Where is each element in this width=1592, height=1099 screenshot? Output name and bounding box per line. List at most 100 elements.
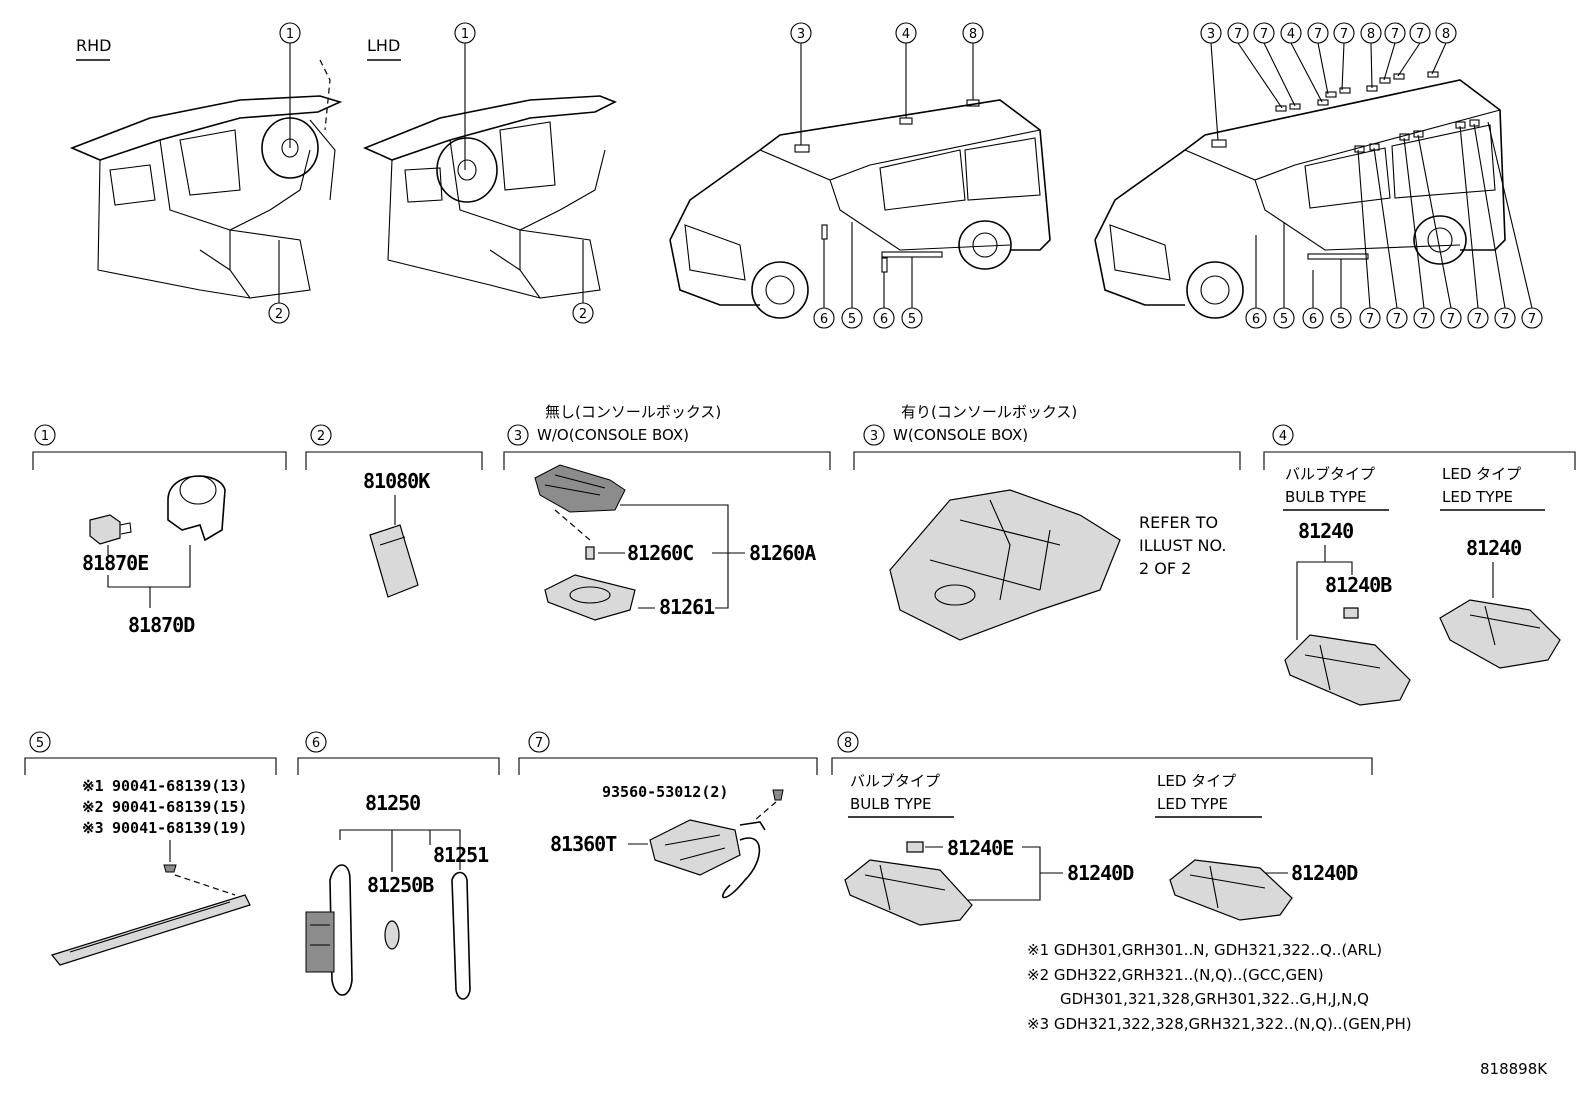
rhd-dashboard-illustration: RHD 1 2: [69, 22, 343, 324]
part-number-81360T[interactable]: 81360T: [550, 832, 618, 856]
refer-line-3: 2 OF 2: [1139, 559, 1191, 578]
section-title-en: W/O(CONSOLE BOX): [537, 426, 689, 444]
section-2: 2 81080K: [305, 424, 483, 598]
callout-8: 8: [1442, 27, 1450, 42]
section-7: 7 93560-53012(2) 81360T: [518, 731, 818, 899]
callout-2: 2: [275, 307, 283, 322]
footnote-2-cont: GDH301,321,328,GRH301,322..G,H,J,N,Q: [1060, 990, 1369, 1008]
van-illustration-1: [669, 99, 1051, 319]
led-type-jp: LED タイプ: [1442, 465, 1521, 483]
callout-7: 7: [1340, 27, 1348, 42]
section-4: 4 バルブタイプ BULB TYPE LED タイプ LED TYPE 8124…: [1263, 424, 1576, 706]
bulb-type-jp: バルブタイプ: [1285, 465, 1375, 483]
section-title-en: W(CONSOLE BOX): [893, 426, 1028, 444]
part-number-81870D[interactable]: 81870D: [128, 613, 196, 637]
section-8: 8 バルブタイプ BULB TYPE LED タイプ LED TYPE 8124…: [831, 731, 1373, 926]
callout-7: 7: [1416, 27, 1424, 42]
callout-7: 7: [1366, 312, 1374, 327]
callout-7: 7: [1447, 312, 1455, 327]
callout-7: 7: [1501, 312, 1509, 327]
bulb-type-en: BULB TYPE: [850, 795, 932, 813]
illustration-id: 818898K: [1480, 1060, 1548, 1078]
led-type-jp: LED タイプ: [1157, 772, 1236, 790]
part-number-81240D[interactable]: 81240D: [1067, 861, 1135, 885]
callout-5: 5: [908, 312, 916, 327]
refer-line-1: REFER TO: [1139, 513, 1218, 532]
part-number-93560-53012[interactable]: 93560-53012(2): [602, 783, 728, 801]
led-type-en: LED TYPE: [1442, 488, 1513, 506]
callout-8: 8: [969, 27, 977, 42]
van2-top-callouts: 3 7 7 4 7 7 8 7 7 8: [1200, 22, 1457, 141]
section-number: 8: [844, 736, 852, 751]
footnotes: ※1 GDH301,GRH301..N, GDH321,322..Q..(ARL…: [1027, 941, 1412, 1033]
callout-4: 4: [1287, 27, 1295, 42]
part-number-81250[interactable]: 81250: [365, 791, 421, 815]
part-number-81240D[interactable]: 81240D: [1291, 861, 1359, 885]
part-number-81870E[interactable]: 81870E: [82, 551, 149, 575]
note-part-1[interactable]: 90041-68139(13): [112, 777, 247, 795]
callout-7: 7: [1260, 27, 1268, 42]
section-title-jp: 有り(コンソールボックス): [901, 403, 1077, 421]
footnote-2: ※2 GDH322,GRH321..(N,Q)..(GCC,GEN): [1027, 966, 1324, 984]
callout-2: 2: [579, 307, 587, 322]
callout-6: 6: [880, 312, 888, 327]
led-type-en: LED TYPE: [1157, 795, 1228, 813]
callout-7: 7: [1391, 27, 1399, 42]
section-number: 6: [312, 736, 320, 751]
note-mark-2: ※2: [82, 798, 104, 816]
section-1: 1 81870E 81870D: [32, 424, 287, 637]
footnote-3: ※3 GDH321,322,328,GRH321,322..(N,Q)..(GE…: [1027, 1015, 1412, 1033]
section-number: 1: [41, 429, 49, 444]
callout-7: 7: [1420, 312, 1428, 327]
part-number-81250B[interactable]: 81250B: [367, 873, 435, 897]
section-number: 3: [870, 429, 878, 444]
callout-4: 4: [902, 27, 910, 42]
van-illustration-2: [1094, 79, 1506, 319]
callout-7: 7: [1474, 312, 1482, 327]
note-part-2[interactable]: 90041-68139(15): [112, 798, 247, 816]
bulb-type-jp: バルブタイプ: [850, 772, 940, 790]
part-number-81240[interactable]: 81240: [1466, 536, 1522, 560]
callout-7: 7: [1393, 312, 1401, 327]
callout-7: 7: [1234, 27, 1242, 42]
note-mark-1: ※1: [82, 777, 104, 795]
part-number-81260A[interactable]: 81260A: [749, 541, 817, 565]
section-number: 5: [36, 736, 44, 751]
callout-3: 3: [797, 27, 805, 42]
part-number-81260C[interactable]: 81260C: [627, 541, 694, 565]
part-number-81240B[interactable]: 81240B: [1325, 573, 1393, 597]
part-number-81261[interactable]: 81261: [659, 595, 716, 619]
part-number-81251[interactable]: 81251: [433, 843, 490, 867]
section-number: 4: [1279, 429, 1287, 444]
section-5: 5 ※1 90041-68139(13) ※2 90041-68139(15) …: [24, 731, 277, 966]
section-3-with-console: 有り(コンソールボックス) 3 W(CONSOLE BOX) REFER TO …: [853, 403, 1241, 641]
section-6: 6 81250 81250B 81251: [297, 731, 500, 1000]
rhd-label: RHD: [76, 36, 111, 55]
callout-6: 6: [1252, 312, 1260, 327]
lhd-label: LHD: [367, 36, 400, 55]
callout-1: 1: [286, 27, 294, 42]
callout-3: 3: [1207, 27, 1215, 42]
refer-line-2: ILLUST NO.: [1139, 536, 1226, 555]
note-mark-3: ※3: [82, 819, 104, 837]
section-number: 7: [535, 736, 543, 751]
note-part-3[interactable]: 90041-68139(19): [112, 819, 247, 837]
section-title-jp: 無し(コンソールボックス): [545, 403, 721, 421]
callout-6: 6: [1309, 312, 1317, 327]
callout-7: 7: [1528, 312, 1536, 327]
callout-8: 8: [1367, 27, 1375, 42]
van2-bottom-callouts: 6 5 6 5 7 7 7 7 7 7 7: [1245, 119, 1543, 329]
callout-5: 5: [848, 312, 856, 327]
part-number-81240E[interactable]: 81240E: [947, 836, 1014, 860]
footnote-1: ※1 GDH301,GRH301..N, GDH321,322..Q..(ARL…: [1027, 941, 1382, 959]
callout-5: 5: [1337, 312, 1345, 327]
part-number-81080K[interactable]: 81080K: [363, 469, 431, 493]
callout-6: 6: [820, 312, 828, 327]
lhd-dashboard-illustration: LHD 1 2: [362, 22, 617, 324]
bulb-type-en: BULB TYPE: [1285, 488, 1367, 506]
callout-5: 5: [1280, 312, 1288, 327]
callout-7: 7: [1314, 27, 1322, 42]
section-number: 2: [317, 429, 325, 444]
part-number-81240[interactable]: 81240: [1298, 519, 1354, 543]
